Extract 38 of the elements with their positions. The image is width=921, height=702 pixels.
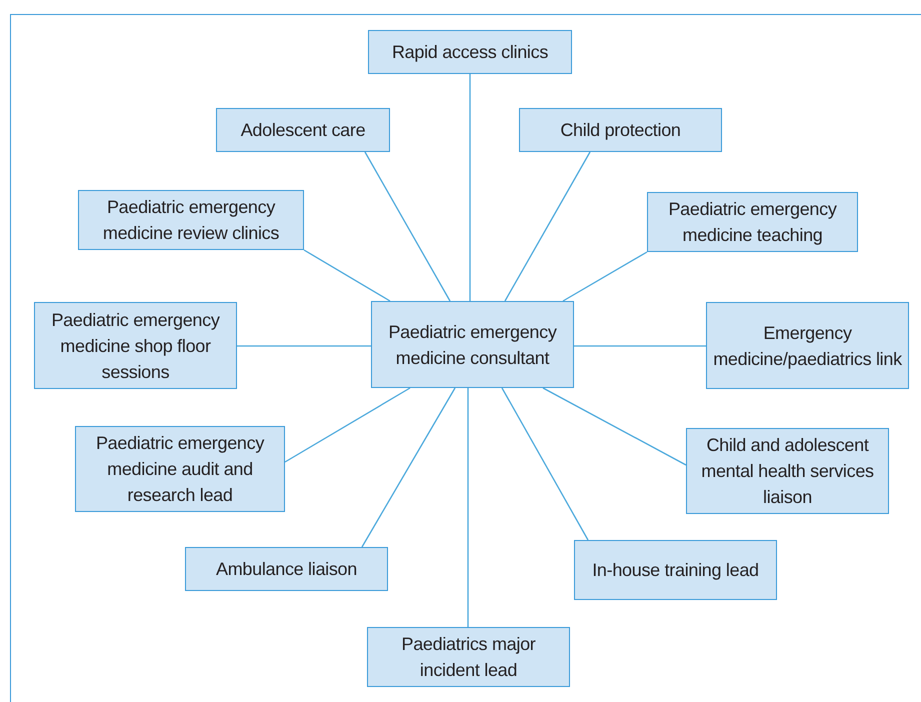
connector-line bbox=[364, 152, 451, 302]
role-box bbox=[647, 192, 858, 252]
role-box bbox=[574, 540, 777, 600]
role-label: Child and adolescent mental health services liaison bbox=[700, 434, 875, 509]
role-box bbox=[34, 302, 237, 389]
role-label: Child protection bbox=[560, 119, 681, 142]
connector-line bbox=[284, 387, 410, 463]
role-label: Paediatrics major incident lead bbox=[400, 633, 536, 682]
connector-line bbox=[361, 388, 456, 548]
connector-line bbox=[562, 251, 648, 302]
role-box bbox=[519, 108, 722, 152]
role-box bbox=[216, 108, 390, 152]
role-box bbox=[75, 426, 285, 512]
role-box bbox=[185, 547, 388, 591]
connector-line bbox=[574, 345, 706, 347]
connector-line bbox=[237, 345, 371, 347]
role-label: Paediatric emergency medicine consultant bbox=[387, 320, 558, 370]
connector-line bbox=[504, 152, 591, 302]
role-label: Paediatric emergency medicine teaching bbox=[667, 198, 838, 247]
connector-line bbox=[467, 388, 469, 627]
role-label: Emergency medicine/paediatrics link bbox=[713, 322, 902, 371]
role-label: Rapid access clinics bbox=[392, 41, 548, 64]
role-label: Paediatric emergency medicine audit and research lead bbox=[94, 432, 266, 507]
connector-line bbox=[304, 249, 390, 302]
connector-line bbox=[501, 388, 589, 540]
role-label: Paediatric emergency medicine shop floor sessions bbox=[50, 308, 221, 384]
connector-line bbox=[542, 387, 686, 466]
role-box bbox=[78, 190, 304, 250]
role-label: Adolescent care bbox=[240, 119, 366, 142]
role-box bbox=[371, 301, 574, 388]
role-box bbox=[706, 302, 909, 389]
role-box bbox=[686, 428, 889, 514]
role-label: Paediatric emergency medicine review clinics bbox=[102, 196, 280, 245]
role-box bbox=[368, 30, 572, 74]
role-box bbox=[367, 627, 570, 687]
role-label: In-house training lead bbox=[592, 559, 759, 582]
connector-line bbox=[469, 74, 471, 301]
role-label: Ambulance liaison bbox=[216, 558, 357, 581]
